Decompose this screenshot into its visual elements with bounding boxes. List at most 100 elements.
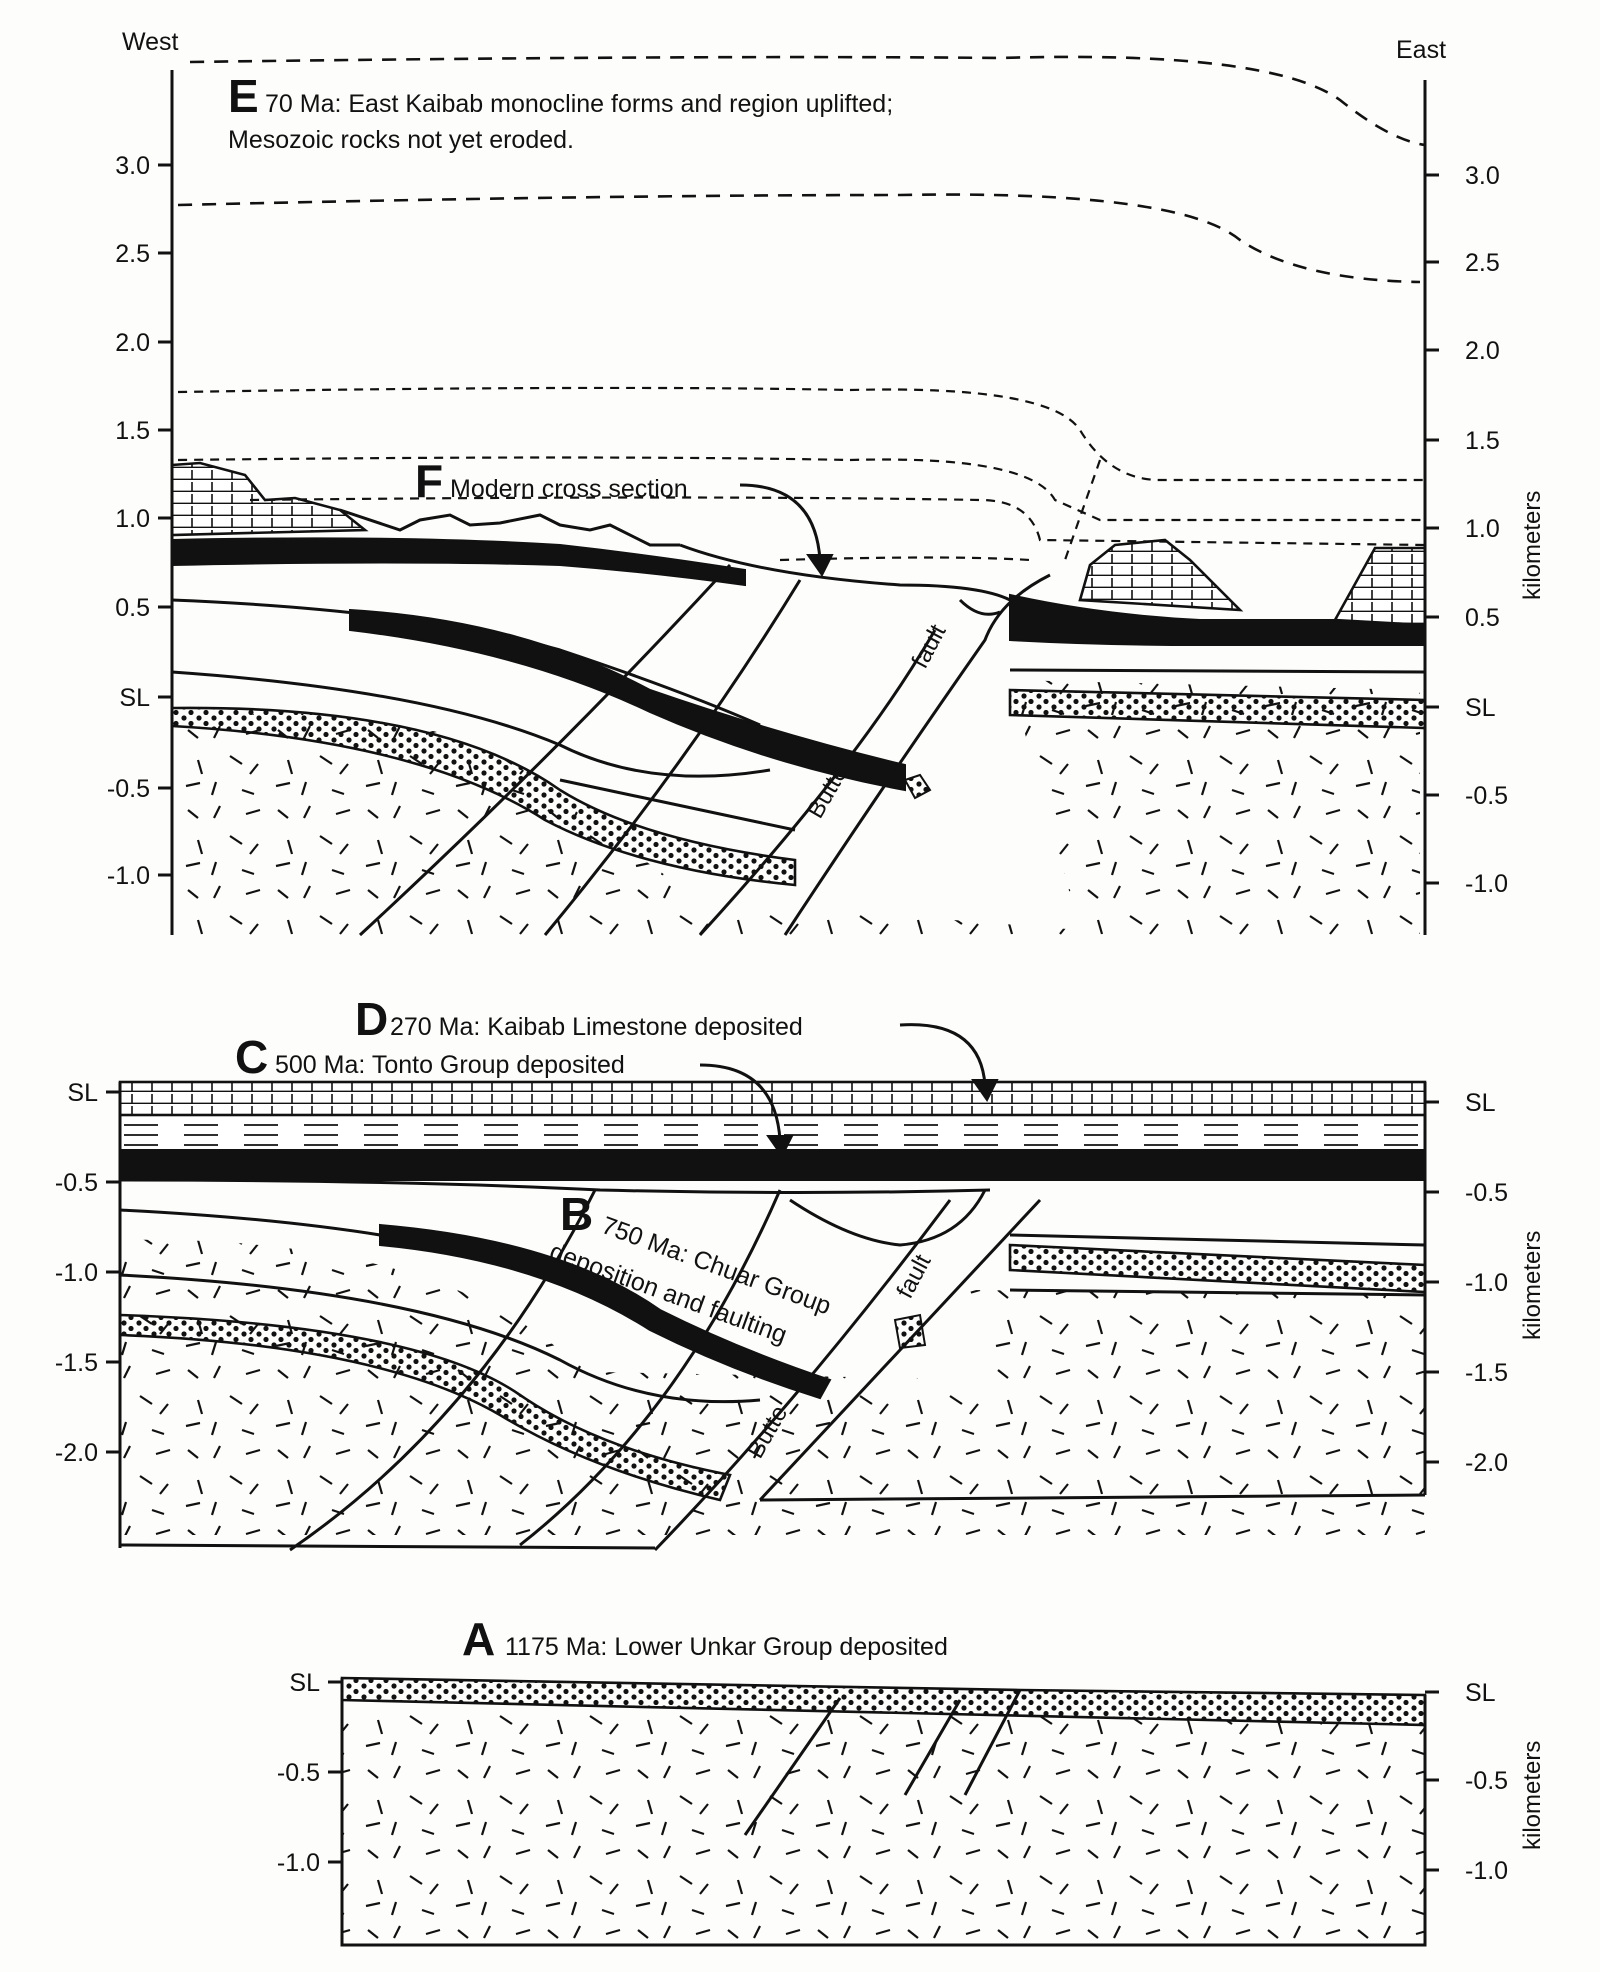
dashed-eroded-stratum xyxy=(249,496,1426,547)
right-tick-label: 3.0 xyxy=(1465,162,1500,190)
panel-d-letter: D xyxy=(355,993,388,1045)
a-ticks: SL -0.5 -1.0 SL -0.5 -1.0 xyxy=(277,1669,1508,1885)
kaibab-limestone xyxy=(118,1080,1427,1117)
unit-label-e: kilometers xyxy=(1519,491,1546,600)
right-tick-label: 0.5 xyxy=(1465,604,1500,632)
unit-label-a: kilometers xyxy=(1519,1741,1546,1850)
left-tick-label: 2.5 xyxy=(115,240,150,268)
surface-line xyxy=(679,543,1011,602)
basement-rock xyxy=(172,680,1420,935)
fault-line xyxy=(519,1189,782,1547)
fault-line xyxy=(653,1199,952,1552)
left-tick-label: -1.0 xyxy=(55,1259,98,1287)
stratum-line xyxy=(1009,668,1426,674)
left-tick-label: SL xyxy=(67,1079,98,1107)
dashed-eroded-stratum xyxy=(177,456,1425,522)
panel-cd-500-270ma: SL-0.5-1.0-1.5-2.0SL-0.5-1.0-1.5-2.0 D 2… xyxy=(55,993,1546,1552)
left-tick-label: -0.5 xyxy=(277,1759,320,1787)
basement-rock xyxy=(120,1239,1425,1535)
fault-line xyxy=(903,1699,962,1796)
stratum-line xyxy=(789,1189,987,1247)
left-tick-label: -1.0 xyxy=(107,862,150,890)
left-tick-label: 0.5 xyxy=(115,594,150,622)
right-tick-label: -0.5 xyxy=(1465,1179,1508,1207)
left-tick-label: -0.5 xyxy=(55,1169,98,1197)
left-tick-label: 3.0 xyxy=(115,152,150,180)
dashed-eroded-stratum xyxy=(177,193,1421,284)
fault-line xyxy=(743,1697,842,1836)
dashed-eroded-stratum xyxy=(189,55,1426,147)
left-tick-label: SL xyxy=(289,1669,320,1697)
stratum-line xyxy=(171,670,771,778)
panel-f-caption: Modern cross section xyxy=(450,475,688,503)
base-line xyxy=(759,1493,1426,1502)
stratum-line xyxy=(1009,1288,1426,1297)
conglomerate-chip xyxy=(893,1313,927,1350)
left-tick-label: -2.0 xyxy=(55,1439,98,1467)
cd-ticks: SL-0.5-1.0-1.5-2.0SL-0.5-1.0-1.5-2.0 xyxy=(55,1079,1508,1477)
arrow-head xyxy=(766,1135,794,1158)
unit-label-cd: kilometers xyxy=(1519,1231,1546,1340)
fault-line xyxy=(358,563,732,937)
right-tick-label: 2.5 xyxy=(1465,249,1500,277)
panel-e-caption-2: Mesozoic rocks not yet eroded. xyxy=(228,126,574,154)
fault-line xyxy=(698,629,937,937)
base-line xyxy=(119,1543,656,1550)
right-tick-label: SL xyxy=(1465,694,1496,722)
lower-unkar-conglomerate xyxy=(340,1676,1427,1727)
fault-line xyxy=(758,1198,1042,1502)
e-ticks: 3.02.52.01.51.00.5SL-0.5-1.03.02.52.01.5… xyxy=(107,152,1508,898)
tonto-arrow xyxy=(699,1063,782,1141)
conglomerate-band-west xyxy=(118,1313,732,1502)
panel-c-letter: C xyxy=(235,1031,268,1083)
surface-line xyxy=(958,598,1001,616)
left-tick-label: -0.5 xyxy=(107,775,150,803)
panel-a-frame xyxy=(340,1678,1427,1947)
black-shale-chuar xyxy=(349,608,906,792)
butte-label-e: Butte xyxy=(802,761,853,823)
arrow-head xyxy=(971,1079,999,1102)
right-tick-label: -1.5 xyxy=(1465,1359,1508,1387)
stratum-line xyxy=(559,778,796,832)
right-tick-label: -1.0 xyxy=(1465,1269,1508,1297)
panel-b-letter: B xyxy=(560,1188,593,1240)
panel-a-caption: 1175 Ma: Lower Unkar Group deposited xyxy=(505,1633,948,1661)
limestone-cap-west xyxy=(170,461,369,537)
kaibab-arrow xyxy=(899,1023,987,1086)
right-tick-label: -1.0 xyxy=(1465,870,1508,898)
left-tick-label: -1.5 xyxy=(55,1349,98,1377)
black-shale-chuar xyxy=(379,1223,832,1400)
dashed-eroded-stratum xyxy=(779,556,1031,562)
left-tick-label: SL xyxy=(119,684,150,712)
stratum-line xyxy=(119,1273,761,1404)
fault-line xyxy=(543,579,802,936)
dashed-monocline-fault xyxy=(1063,459,1102,561)
left-tick-label: 2.0 xyxy=(115,329,150,357)
butte-east-2 xyxy=(1332,546,1427,627)
stratum-line xyxy=(1009,1233,1426,1247)
ridge-profile xyxy=(339,508,680,547)
right-tick-label: SL xyxy=(1465,1679,1496,1707)
right-tick-label: -0.5 xyxy=(1465,1767,1508,1795)
fault-label-e: fault xyxy=(906,620,951,673)
modern-section-arrow xyxy=(739,483,822,561)
arrow-head xyxy=(806,554,834,577)
panel-e-caption-1: 70 Ma: East Kaibab monocline forms and r… xyxy=(265,90,893,118)
basement-rock xyxy=(342,1700,1425,1945)
panel-a-letter: A xyxy=(462,1613,495,1665)
fault-label-cd: fault xyxy=(891,1250,936,1303)
left-tick-label: -1.0 xyxy=(277,1849,320,1877)
black-band-tonto xyxy=(119,1149,1426,1181)
black-band-tonto-west xyxy=(171,537,746,587)
right-tick-label: -2.0 xyxy=(1465,1449,1508,1477)
fault-line xyxy=(963,1689,1022,1796)
right-tick-label: -1.0 xyxy=(1465,1857,1508,1885)
conglomerate-chip xyxy=(903,773,932,800)
fault-line xyxy=(289,1189,597,1552)
left-tick-label: 1.5 xyxy=(115,417,150,445)
right-tick-label: 1.0 xyxy=(1465,515,1500,543)
panel-a-1175ma: SL -0.5 -1.0 SL -0.5 -1.0 A 1175 Ma: Lower Un… xyxy=(277,1613,1546,1947)
stratum-line xyxy=(119,1178,991,1194)
